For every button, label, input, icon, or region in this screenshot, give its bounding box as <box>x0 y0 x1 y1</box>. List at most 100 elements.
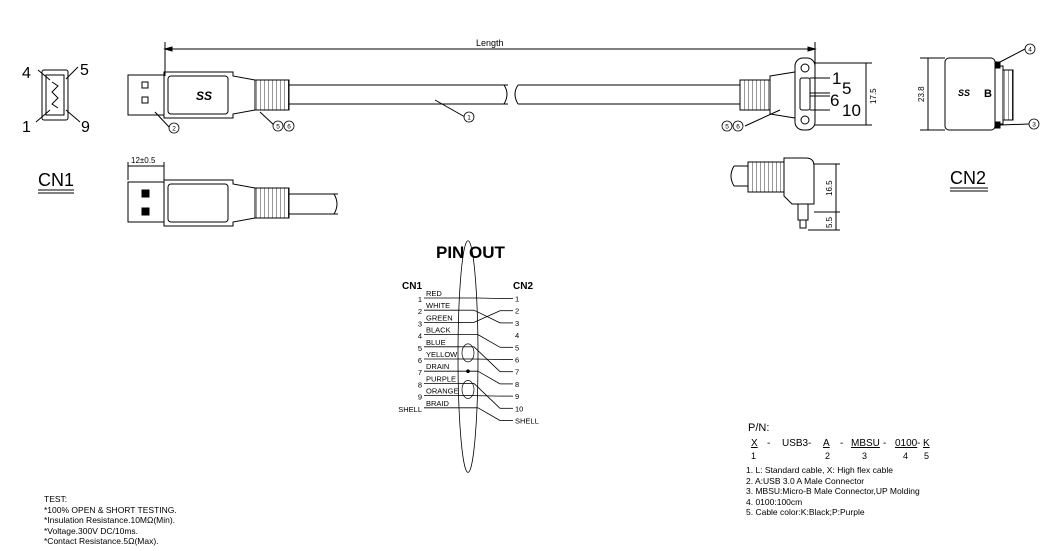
pinout-wire-label: ORANGE <box>426 387 459 396</box>
pinout-wire-label: BLUE <box>426 338 446 347</box>
pn-index-3: 3 <box>862 451 868 461</box>
cable-top-view <box>127 42 872 131</box>
usb-a-ss-logo: SS <box>196 89 212 103</box>
cn1-face-pin-9: 9 <box>81 119 90 136</box>
cn1-label: CN1 <box>38 170 74 190</box>
callout-5: 5 <box>276 124 280 131</box>
pinout-cn2-pin: 3 <box>515 319 519 328</box>
length-label: Length <box>476 38 504 48</box>
pinout-cn2-pin: 1 <box>515 295 519 304</box>
cn2-b-logo: B <box>984 88 992 100</box>
pinout-wiring: REDWHITEGREENBLACKBLUEYELLOWDRAINPURPLEO… <box>398 240 539 473</box>
pinout-pair-wire <box>473 310 501 323</box>
callout-4: 4 <box>1028 47 1032 54</box>
test-line: *Voltage.300V DC/10ms. <box>44 525 139 536</box>
pn-sep-2: - <box>808 438 812 449</box>
pinout-pair-loop <box>461 380 475 399</box>
cn1-face-pin-1: 1 <box>22 119 31 136</box>
cn2-pin-1: 1 <box>832 69 841 88</box>
pinout-wire-label: PURPLE <box>426 374 456 383</box>
pinout-wire-label: BRAID <box>426 399 450 408</box>
pn-code-4: 0100 <box>895 438 918 449</box>
pn-code-1: X <box>751 438 758 449</box>
dim-12: 12±0.5 <box>131 156 156 165</box>
cn1-face-view <box>35 66 81 123</box>
callout-6: 6 <box>287 124 291 131</box>
pn-note: 3. MBSU:Micro-B Male Connector,UP Moldin… <box>746 486 920 496</box>
pn-note: 1. L: Standard cable, X: High flex cable <box>746 465 893 475</box>
pinout-cn2-pin: SHELL <box>515 417 539 426</box>
cn1-face-pin-4: 4 <box>22 65 31 82</box>
pn-index-4: 4 <box>903 451 909 461</box>
micro-b-side-view <box>730 157 840 231</box>
pinout-cn2-pin: 9 <box>515 392 519 401</box>
pinout-cn1-pin: 9 <box>418 393 422 402</box>
pinout-drain-dot <box>466 369 470 374</box>
dim-17-5: 17.5 <box>869 88 878 104</box>
cn2-label: CN2 <box>950 168 986 188</box>
pinout-cn1-pin: 3 <box>418 319 422 328</box>
pinout-cn2-pin: 8 <box>515 380 519 389</box>
pinout-wire-label: GREEN <box>426 313 453 322</box>
dim-5-5: 5.5 <box>825 216 834 228</box>
pinout-cn1-pin: 8 <box>418 380 422 389</box>
pn-index-1: 1 <box>751 451 757 461</box>
pinout-cn1-pin: 7 <box>418 368 422 377</box>
cn2-ss-logo: SS <box>958 88 970 98</box>
test-line: *Insulation Resistance.10MΩ(Min). <box>44 515 176 525</box>
test-line: TEST: <box>44 494 68 504</box>
pn-code-usb3: USB3 <box>782 438 809 449</box>
callout-2: 2 <box>172 126 176 133</box>
pn-sep-1: - <box>767 438 771 449</box>
pinout-cn1-pin: 6 <box>418 356 422 365</box>
test-line: *Contact Resistance.5Ω(Max). <box>44 536 159 546</box>
pn-index-2: 2 <box>825 451 831 461</box>
callout-6b: 6 <box>736 124 740 131</box>
pinout-cn1-pin: 5 <box>418 344 422 353</box>
pinout-pair-wire <box>473 395 501 397</box>
usb-a-side-view <box>127 162 338 227</box>
pinout-wire-right <box>477 334 501 348</box>
pinout-wire-right <box>477 370 501 385</box>
pn-title: P/N: <box>748 422 770 434</box>
pinout-cn2-pin: 5 <box>515 343 519 352</box>
pinout-cn1-header: CN1 <box>402 281 422 292</box>
pinout-pair-loop <box>461 343 475 363</box>
pinout-wire-label: RED <box>426 289 442 298</box>
pn-note: 5. Cable color:K:Black;P:Purple <box>746 507 865 517</box>
pn-code-3: MBSU <box>851 438 880 449</box>
callout-1: 1 <box>467 115 471 122</box>
pinout-cn2-pin: 10 <box>515 404 523 413</box>
pinout-cn2-pin: 4 <box>515 331 519 340</box>
cn1-face-pin-5: 5 <box>80 62 89 79</box>
pinout-shield-ellipse <box>457 240 479 473</box>
pn-code-2: A <box>823 438 830 449</box>
cn2-pin-6: 6 <box>830 91 839 110</box>
pinout-cn1-pin: 2 <box>418 307 422 316</box>
pinout-cn1-pin: 1 <box>418 295 422 304</box>
pn-sep-5: - <box>917 438 921 449</box>
dim-23-8: 23.8 <box>917 86 926 102</box>
pn-index-5: 5 <box>924 451 930 461</box>
cn2-pin-5: 5 <box>842 79 851 98</box>
test-line: *100% OPEN & SHORT TESTING. <box>44 504 177 515</box>
pn-notes: 1. L: Standard cable, X: High flex cable… <box>746 465 920 518</box>
test-notes: TEST: *100% OPEN & SHORT TESTING. *Insul… <box>44 494 177 547</box>
pn-sep-4: - <box>883 438 887 449</box>
callout-3: 3 <box>1032 122 1036 129</box>
pinout-title: PIN OUT <box>436 243 506 262</box>
pinout-cn1-pin: SHELL <box>398 405 422 414</box>
callout-5b: 5 <box>725 124 729 131</box>
pn-note: 4. 0100:100cm <box>746 496 803 507</box>
pinout-wire-right <box>477 297 501 299</box>
pinout-cn2-header: CN2 <box>513 281 533 292</box>
pinout-cn1-pin: 4 <box>418 332 422 341</box>
pn-note: 2. A:USB 3.0 A Male Connector <box>746 475 865 486</box>
callout-bubbles <box>168 43 1040 134</box>
pn-code-5: K <box>923 438 930 449</box>
pinout-wire-label: YELLOW <box>426 350 458 359</box>
cn2-end-view <box>920 48 1030 131</box>
pinout-wire-right <box>477 407 501 421</box>
pinout-cn2-pin: 2 <box>515 307 519 316</box>
